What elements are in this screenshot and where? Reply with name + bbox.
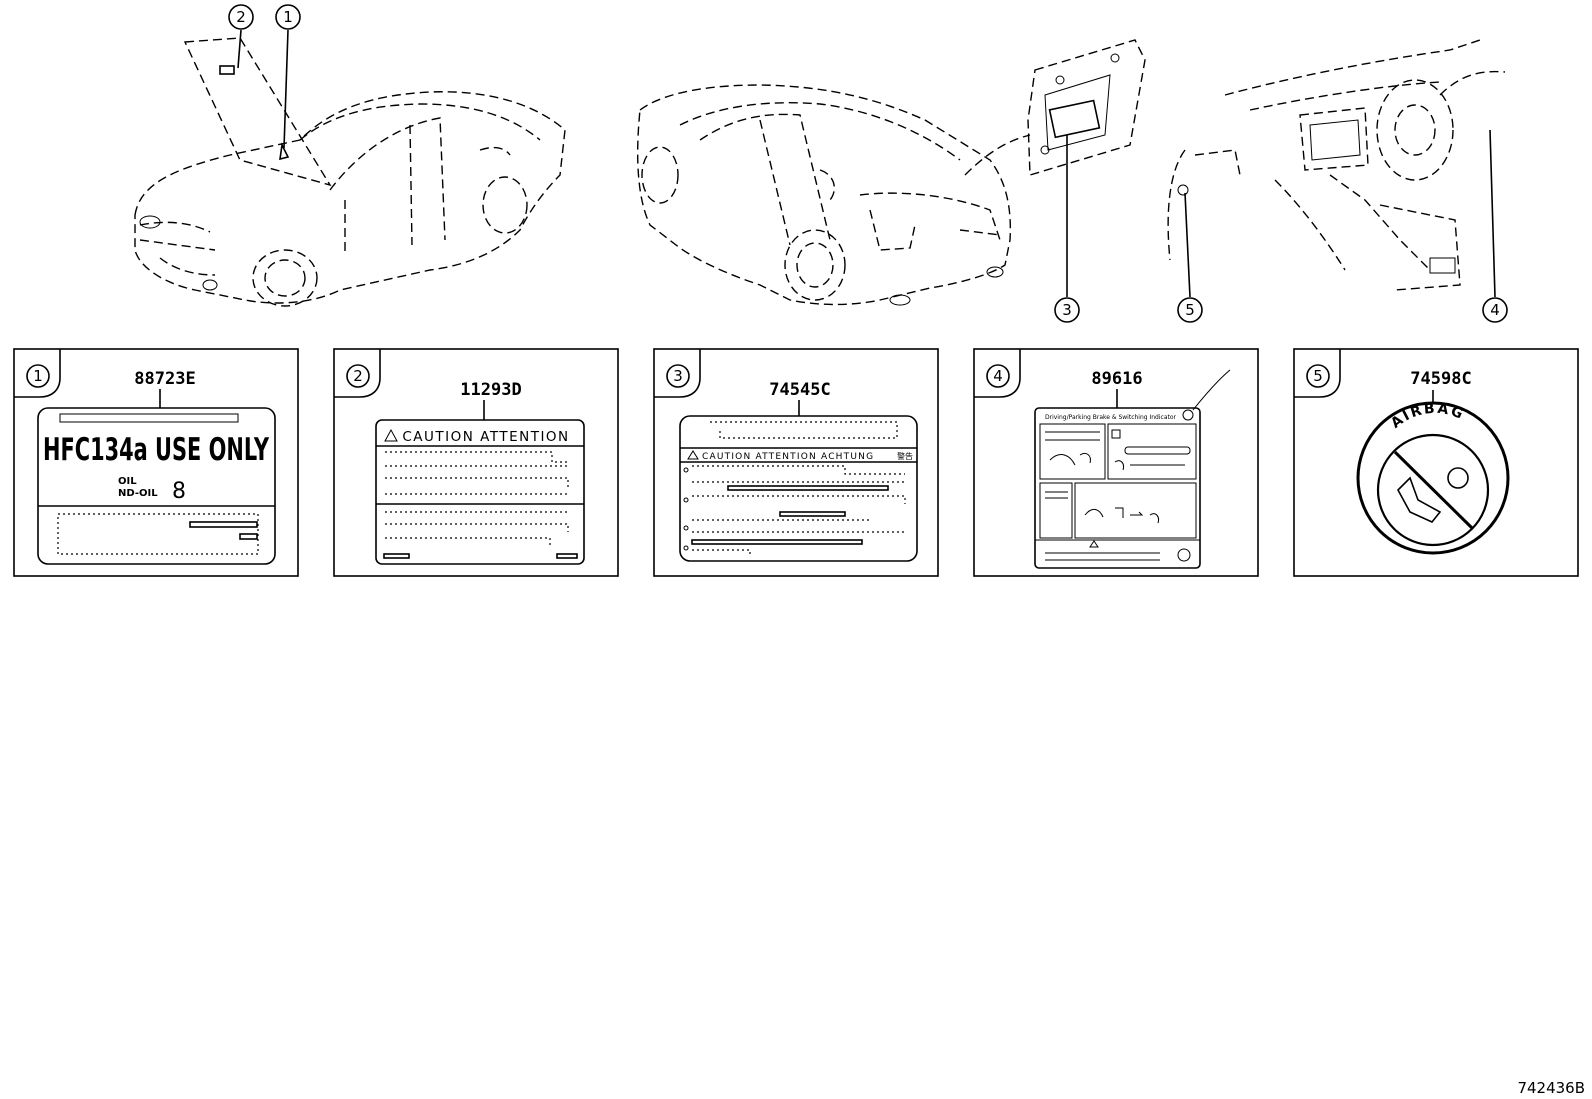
label-nd-oil-text: ND-OIL: [118, 488, 158, 499]
callout-4-top: 4: [1482, 297, 1508, 323]
svg-text:4: 4: [1490, 301, 1500, 319]
panel-5-number: 5: [1313, 367, 1323, 385]
callout-1-top: 1: [275, 4, 301, 30]
panel-3-number: 3: [673, 367, 683, 385]
label-panel-2: 2 11293D CAUTION ATTENTION: [333, 348, 619, 577]
panel-1-number: 1: [33, 367, 43, 385]
figure-id: 742436B: [1517, 1079, 1585, 1097]
label-panel-5: 5 74598C AIRBAG: [1293, 348, 1579, 577]
panel-2-part-number: 11293D: [460, 380, 521, 400]
car-rear-illustration: [637, 84, 1031, 306]
svg-text:1: 1: [283, 8, 293, 26]
interior-dashboard-illustration: [1167, 39, 1506, 291]
callout-5-top: 5: [1177, 297, 1203, 323]
label-hfc134a-text: HFC134a USE ONLY: [43, 432, 269, 468]
panel-1-part-number: 88723E: [134, 369, 195, 389]
panel-4-part-number: 89616: [1091, 369, 1142, 389]
panel-4-number: 4: [993, 367, 1003, 385]
label-oil-text: OIL: [118, 476, 137, 487]
caution-attention-text: CAUTION ATTENTION: [402, 429, 569, 445]
warning-kanji-text: 警告: [897, 451, 913, 461]
svg-text:5: 5: [1185, 301, 1195, 319]
svg-text:2: 2: [236, 8, 246, 26]
label-panel-4: 4 89616 Driving/Parking Brake & Switchin…: [973, 348, 1259, 577]
svg-text:3: 3: [1062, 301, 1072, 319]
label-panel-1: 1 88723E HFC134a USE ONLY OIL ND-OIL 8: [13, 348, 299, 577]
caution-attention-achtung-text: CAUTION ATTENTION ACHTUNG: [702, 452, 874, 462]
label-panel-3: 3 74545C CAUTION ATTENTION ACHTUNG 警告: [653, 348, 939, 577]
label-4-header-text: Driving/Parking Brake & Switching Indica…: [1045, 414, 1177, 421]
airbag-text: AIRBAG: [1388, 401, 1467, 432]
panel-5-part-number: 74598C: [1410, 369, 1471, 389]
callout-2-top: 2: [228, 4, 254, 30]
trunk-lid-panel-illustration: [1027, 39, 1146, 176]
panel-2-number: 2: [353, 367, 363, 385]
panel-3-part-number: 74545C: [769, 380, 830, 400]
label-oil-amount: 8: [172, 479, 186, 504]
top-callouts: 2 1 3 5 4: [228, 4, 1508, 323]
car-front-hood-open-illustration: [134, 37, 566, 307]
callout-3-top: 3: [1054, 297, 1080, 323]
